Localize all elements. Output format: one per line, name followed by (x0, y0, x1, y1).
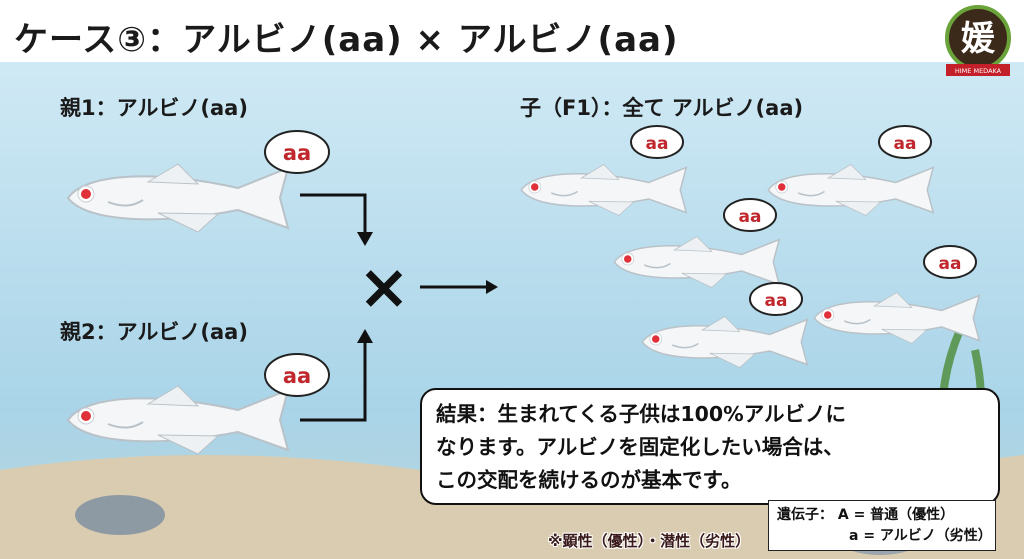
result-line-1: 結果：生まれてくる子供は100%アルビノに (436, 402, 846, 426)
result-box: 結果：生まれてくる子供は100%アルビノに なります。アルビノを固定化したい場合… (420, 388, 1000, 505)
cross-symbol: × (358, 250, 410, 323)
legend-line-recessive: a = アルビノ（劣性） (849, 528, 992, 544)
parent2-thought-bubble (264, 353, 330, 397)
offspring3-genotype: aa (739, 207, 762, 227)
gene-legend: 遺伝子： A = 普通（優性） a = アルビノ（劣性） (768, 500, 996, 551)
parent1-label: 親1：アルビノ(aa) (60, 96, 248, 120)
result-line-3: この交配を続けるのが基本です。 (436, 468, 742, 492)
offspring-fish-4 (641, 315, 809, 369)
parent2-fish (67, 385, 289, 455)
offspring4-genotype: aa (765, 291, 788, 311)
result-line-2: なります。アルビノを固定化したい場合は、 (436, 435, 844, 459)
parent1-thought-bubble (264, 130, 330, 174)
arrow-head-right-icon (486, 280, 498, 294)
page-title: ケース③：アルビノ(aa) × アルビノ(aa) (14, 20, 679, 60)
offspring-fish-3 (613, 235, 781, 289)
offspring-label: 子（F1）：全て アルビノ(aa) (520, 96, 804, 120)
logo-banner: HIME MEDAKA (955, 67, 1002, 75)
offspring2-thought-bubble (878, 125, 932, 159)
offspring4-thought-bubble (749, 282, 803, 316)
arrow-head-down-icon (357, 232, 373, 246)
logo-glyph: 媛 (961, 19, 996, 59)
legend-line-dominant: 遺伝子： A = 普通（優性） (777, 507, 955, 523)
hime-medaka-logo: 媛 HIME MEDAKA (940, 4, 1016, 80)
offspring1-thought-bubble (630, 125, 684, 159)
offspring-fish-5 (813, 291, 981, 345)
offspring2-genotype: aa (894, 134, 917, 154)
offspring5-thought-bubble (923, 245, 977, 279)
cross-arrows (300, 193, 488, 422)
footnote: ※顕性（優性）・潜性（劣性） (548, 532, 751, 550)
parent2-label: 親2：アルビノ(aa) (60, 320, 248, 344)
parent1-genotype: aa (283, 141, 311, 165)
arrow-head-up-icon (357, 329, 373, 343)
offspring1-genotype: aa (646, 134, 669, 154)
parent1-fish (67, 163, 289, 233)
offspring-fish-1 (520, 163, 688, 217)
offspring-fish-2 (767, 163, 935, 217)
offspring3-thought-bubble (723, 198, 777, 232)
parent2-genotype: aa (283, 364, 311, 388)
offspring5-genotype: aa (939, 254, 962, 274)
